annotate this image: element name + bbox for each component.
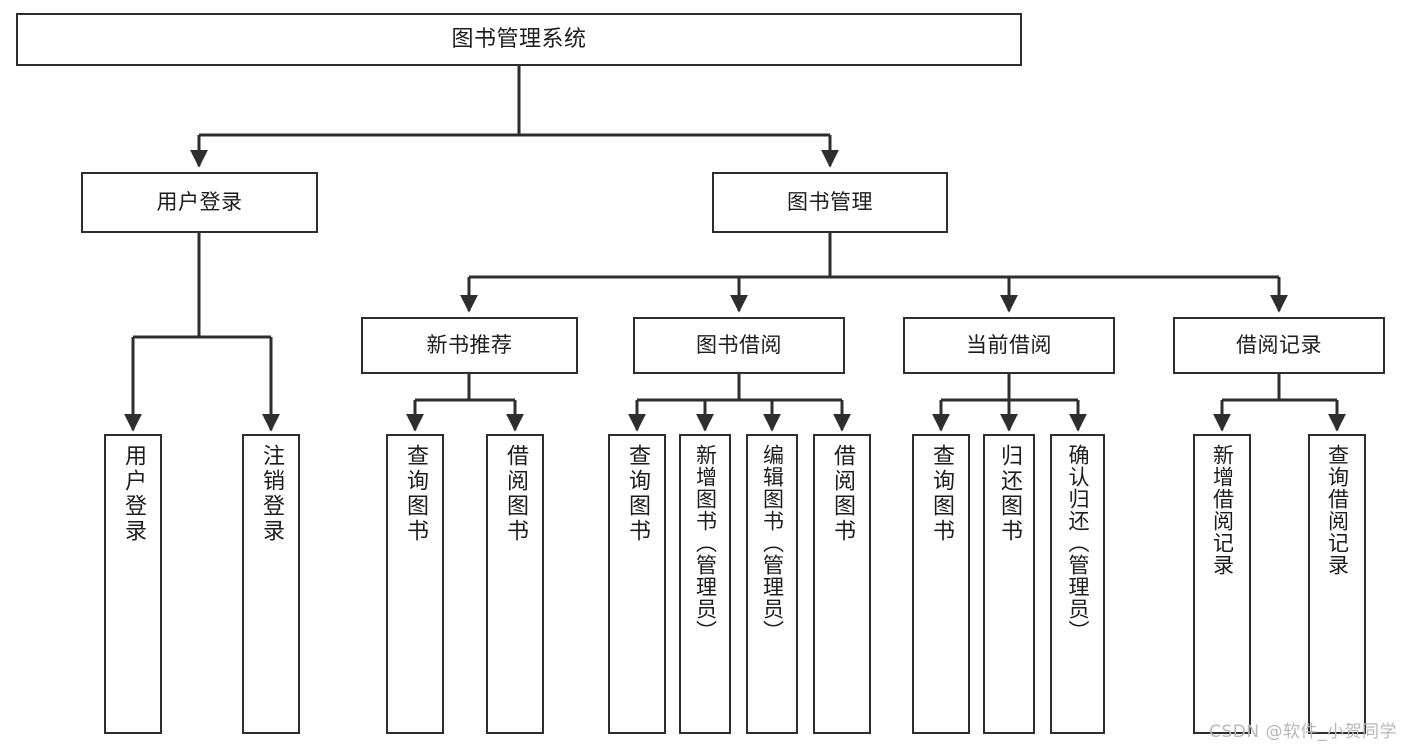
node-book-manage-label: 图书管理 bbox=[787, 190, 873, 215]
leaf-user-login-label: 用户登录 bbox=[121, 444, 146, 544]
csdn-watermark: CSDN @软件_小贺同学 bbox=[1209, 722, 1397, 742]
leaf-borrow-book-2-label: 借阅图书 bbox=[830, 444, 855, 544]
leaf-borrow-book-2[interactable]: 借阅图书 bbox=[813, 434, 871, 734]
leaf-query-book-2-label: 查询图书 bbox=[625, 444, 650, 544]
leaf-logout-login-label: 注销登录 bbox=[259, 444, 284, 544]
leaf-query-book-1[interactable]: 查询图书 bbox=[386, 434, 444, 734]
leaf-edit-book-label: 编辑图书（管理员） bbox=[760, 444, 785, 642]
leaf-return-book[interactable]: 归还图书 bbox=[983, 434, 1035, 734]
leaf-query-book-2[interactable]: 查询图书 bbox=[608, 434, 666, 734]
node-current-borrow[interactable]: 当前借阅 bbox=[903, 317, 1115, 374]
node-new-book-recommend[interactable]: 新书推荐 bbox=[361, 317, 578, 374]
node-book-manage[interactable]: 图书管理 bbox=[712, 172, 948, 233]
node-user-login[interactable]: 用户登录 bbox=[81, 172, 318, 233]
leaf-query-book-1-label: 查询图书 bbox=[403, 444, 428, 544]
leaf-borrow-book-1[interactable]: 借阅图书 bbox=[486, 434, 544, 734]
node-new-book-recommend-label: 新书推荐 bbox=[426, 333, 513, 358]
leaf-add-book[interactable]: 新增图书（管理员） bbox=[679, 434, 731, 734]
leaf-query-record-label: 查询借阅记录 bbox=[1325, 444, 1350, 576]
node-book-borrow-label: 图书借阅 bbox=[696, 333, 782, 358]
node-user-login-label: 用户登录 bbox=[156, 190, 243, 215]
leaf-query-record[interactable]: 查询借阅记录 bbox=[1308, 434, 1366, 734]
leaf-confirm-return-label: 确认归还（管理员） bbox=[1066, 444, 1090, 642]
leaf-add-record[interactable]: 新增借阅记录 bbox=[1193, 434, 1251, 734]
node-root[interactable]: 图书管理系统 bbox=[16, 13, 1022, 66]
leaf-logout-login[interactable]: 注销登录 bbox=[242, 434, 300, 734]
node-book-borrow[interactable]: 图书借阅 bbox=[633, 317, 845, 374]
leaf-return-book-label: 归还图书 bbox=[997, 444, 1022, 544]
node-borrow-record[interactable]: 借阅记录 bbox=[1173, 317, 1385, 374]
leaf-confirm-return[interactable]: 确认归还（管理员） bbox=[1050, 434, 1105, 734]
leaf-query-book-3-label: 查询图书 bbox=[929, 444, 954, 544]
leaf-add-record-label: 新增借阅记录 bbox=[1210, 444, 1235, 576]
leaf-user-login[interactable]: 用户登录 bbox=[104, 434, 162, 734]
leaf-add-book-label: 新增图书（管理员） bbox=[693, 444, 718, 642]
node-root-label: 图书管理系统 bbox=[451, 26, 587, 52]
node-borrow-record-label: 借阅记录 bbox=[1236, 333, 1322, 358]
leaf-edit-book[interactable]: 编辑图书（管理员） bbox=[746, 434, 798, 734]
leaf-borrow-book-1-label: 借阅图书 bbox=[503, 444, 528, 544]
node-current-borrow-label: 当前借阅 bbox=[966, 333, 1052, 358]
leaf-query-book-3[interactable]: 查询图书 bbox=[912, 434, 970, 734]
